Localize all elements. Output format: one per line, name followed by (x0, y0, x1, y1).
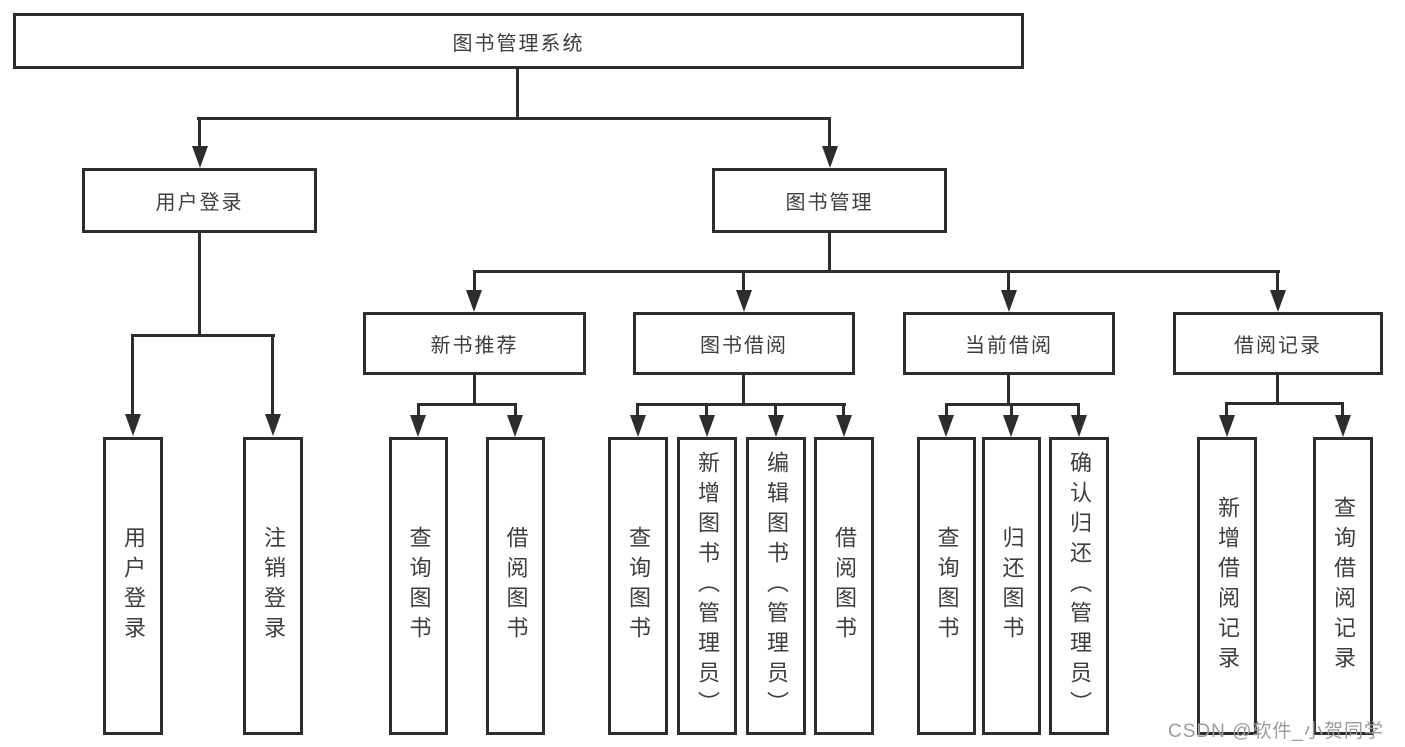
leaf-confirm-return-admin: 确认归还（管理员） (1049, 437, 1109, 735)
connector-line (271, 334, 274, 415)
watermark: CSDN @软件_小贺同学 (1168, 721, 1384, 742)
connector-line (828, 117, 831, 148)
leaf-add-book-admin: 新增图书（管理员） (677, 437, 737, 735)
arrow-down-icon (822, 146, 838, 168)
connector-line (742, 375, 745, 405)
arrow-down-icon (630, 415, 646, 437)
arrow-down-icon (1270, 290, 1286, 312)
connector-line (1226, 402, 1344, 405)
arrow-down-icon (466, 290, 482, 312)
node-user-login: 用户登录 (82, 168, 317, 233)
arrow-down-icon (410, 415, 426, 437)
arrow-down-icon (1335, 415, 1351, 437)
connector-line (945, 403, 948, 416)
connector-line (637, 403, 846, 406)
arrow-down-icon (125, 414, 141, 436)
connector-line (1007, 375, 1010, 405)
arrow-down-icon (736, 290, 752, 312)
leaf-query-books-borrow: 查询图书 (608, 437, 668, 735)
connector-line (842, 403, 845, 416)
arrow-down-icon (1003, 415, 1019, 437)
connector-line (473, 270, 476, 291)
leaf-return-book: 归还图书 (982, 437, 1041, 735)
leaf-borrow-books-recommend: 借阅图书 (486, 437, 545, 735)
arrow-down-icon (1001, 290, 1017, 312)
arrow-down-icon (1219, 415, 1235, 437)
arrow-down-icon (768, 415, 784, 437)
node-borrow-records: 借阅记录 (1173, 312, 1383, 375)
connector-line (514, 403, 517, 416)
leaf-add-borrow-record: 新增借阅记录 (1197, 437, 1257, 735)
connector-line (473, 375, 476, 405)
connector-line (1341, 402, 1344, 416)
arrow-down-icon (938, 415, 954, 437)
arrow-down-icon (699, 415, 715, 437)
leaf-user-login: 用户登录 (103, 437, 163, 735)
connector-line (198, 233, 201, 336)
connector-line (828, 233, 831, 272)
connector-line (1225, 402, 1228, 416)
node-book-borrow: 图书借阅 (633, 312, 855, 375)
connector-line (131, 334, 275, 337)
arrow-down-icon (192, 146, 208, 168)
leaf-query-books-recommend: 查询图书 (389, 437, 448, 735)
node-new-book-recommend: 新书推荐 (363, 312, 586, 375)
leaf-query-borrow-record: 查询借阅记录 (1313, 437, 1373, 735)
connector-line (198, 117, 201, 148)
connector-line (1077, 403, 1080, 416)
leaf-borrow-books-borrow: 借阅图书 (814, 437, 874, 735)
leaf-query-books-current: 查询图书 (917, 437, 976, 735)
connector-line (516, 69, 519, 118)
connector-line (1276, 375, 1279, 404)
node-library-management-system: 图书管理系统 (13, 13, 1024, 69)
connector-line (417, 403, 420, 416)
node-book-management: 图书管理 (712, 168, 947, 233)
connector-line (742, 270, 745, 291)
connector-line (1010, 403, 1013, 416)
connector-line (774, 403, 777, 416)
connector-line (636, 403, 639, 416)
connector-line (1007, 270, 1010, 291)
leaf-logout: 注销登录 (243, 437, 303, 735)
leaf-edit-book-admin: 编辑图书（管理员） (746, 437, 806, 735)
node-current-borrow: 当前借阅 (903, 312, 1115, 375)
arrow-down-icon (265, 414, 281, 436)
connector-line (1276, 270, 1279, 291)
connector-line (197, 117, 831, 120)
connector-line (705, 403, 708, 416)
arrow-down-icon (507, 415, 523, 437)
connector-line (131, 334, 134, 415)
connector-line (417, 403, 517, 406)
connector-line (473, 270, 1280, 273)
arrow-down-icon (836, 415, 852, 437)
arrow-down-icon (1071, 415, 1087, 437)
